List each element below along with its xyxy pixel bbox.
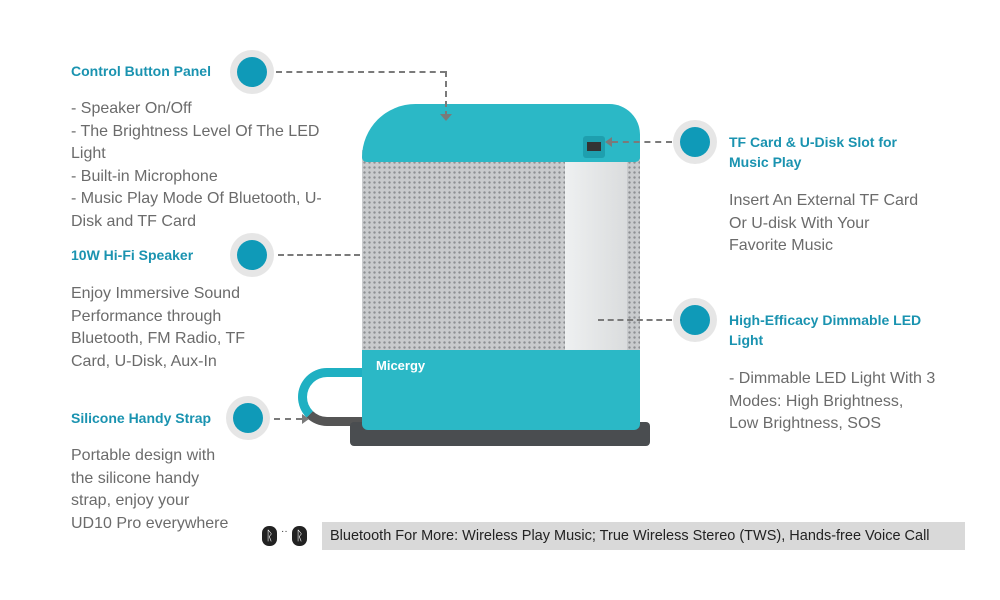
connector-line xyxy=(274,418,302,420)
connector-line xyxy=(612,141,672,143)
bluetooth-icon: ᚱ xyxy=(292,526,307,546)
slot-description: Insert An External TF Card Or U-disk Wit… xyxy=(729,190,918,258)
led-title: High-Efficacy Dimmable LED Light xyxy=(729,310,921,350)
text-line: Modes: High Brightness, xyxy=(729,392,904,410)
bluetooth-banner: Bluetooth For More: Wireless Play Music;… xyxy=(322,522,965,550)
text-line: Light xyxy=(729,332,764,348)
text-line: Or U-disk With Your xyxy=(729,214,870,232)
arrow-icon xyxy=(302,414,309,424)
side-panel xyxy=(565,150,627,350)
text-line: Card, U-Disk, Aux-In xyxy=(71,352,217,370)
arrow-icon xyxy=(440,114,452,121)
text-line: TF Card & U-Disk Slot for xyxy=(729,134,898,150)
text-line: - Music Play Mode Of Bluetooth, U- xyxy=(71,190,322,208)
teal-base xyxy=(362,340,640,430)
text-line: Low Brightness, SOS xyxy=(729,415,882,433)
text-line: - Dimmable LED Light With 3 xyxy=(729,370,936,387)
bluetooth-icon: ᚱ xyxy=(262,526,277,546)
connector-line xyxy=(278,254,360,256)
control-title: Control Button Panel xyxy=(71,63,211,79)
text-line: UD10 Pro everywhere xyxy=(71,514,229,532)
speaker-grille xyxy=(362,150,565,350)
brand-logo: Micergy xyxy=(376,358,426,373)
text-line: Disk and TF Card xyxy=(71,212,197,230)
text-line: Enjoy Immersive Sound xyxy=(71,285,240,302)
text-line: - The Brightness Level Of The LED xyxy=(71,122,320,140)
connector-line xyxy=(276,71,446,73)
strap-description: Portable design with the silicone handy … xyxy=(71,445,228,535)
text-line: the silicone handy xyxy=(71,469,200,487)
strap-title: Silicone Handy Strap xyxy=(71,410,212,426)
text-line: - Built-in Microphone xyxy=(71,167,218,185)
text-line: Music Play xyxy=(729,154,802,170)
marker-led xyxy=(673,298,717,342)
pairing-dots-icon: ·· xyxy=(281,526,288,537)
arrow-icon xyxy=(605,137,612,147)
card-slot xyxy=(583,136,605,158)
control-description: - Speaker On/Off - The Brightness Level … xyxy=(71,98,322,234)
side-grille xyxy=(627,150,640,350)
speaker-title: 10W Hi-Fi Speaker xyxy=(71,247,194,263)
led-description: - Dimmable LED Light With 3 Modes: High … xyxy=(729,368,935,436)
text-line: Insert An External TF Card xyxy=(729,192,919,209)
text-line: High-Efficacy Dimmable LED xyxy=(729,312,922,328)
text-line: strap, enjoy your xyxy=(71,492,190,510)
text-line: Performance through xyxy=(71,307,222,325)
slot-title: TF Card & U-Disk Slot for Music Play xyxy=(729,132,897,172)
handy-strap xyxy=(298,368,387,426)
text-line: Favorite Music xyxy=(729,237,834,255)
connector-line xyxy=(445,71,447,117)
marker-control xyxy=(230,50,274,94)
text-line: Portable design with xyxy=(71,447,216,464)
marker-slot xyxy=(673,120,717,164)
connector-line xyxy=(598,319,672,321)
text-line: Bluetooth, FM Radio, TF xyxy=(71,330,245,348)
product-illustration: Micergy xyxy=(290,100,660,450)
speaker-description: Enjoy Immersive Sound Performance throug… xyxy=(71,283,245,373)
text-line: Light xyxy=(71,145,106,163)
text-line: - Speaker On/Off xyxy=(71,100,192,117)
marker-speaker xyxy=(230,233,274,277)
marker-strap xyxy=(226,396,270,440)
